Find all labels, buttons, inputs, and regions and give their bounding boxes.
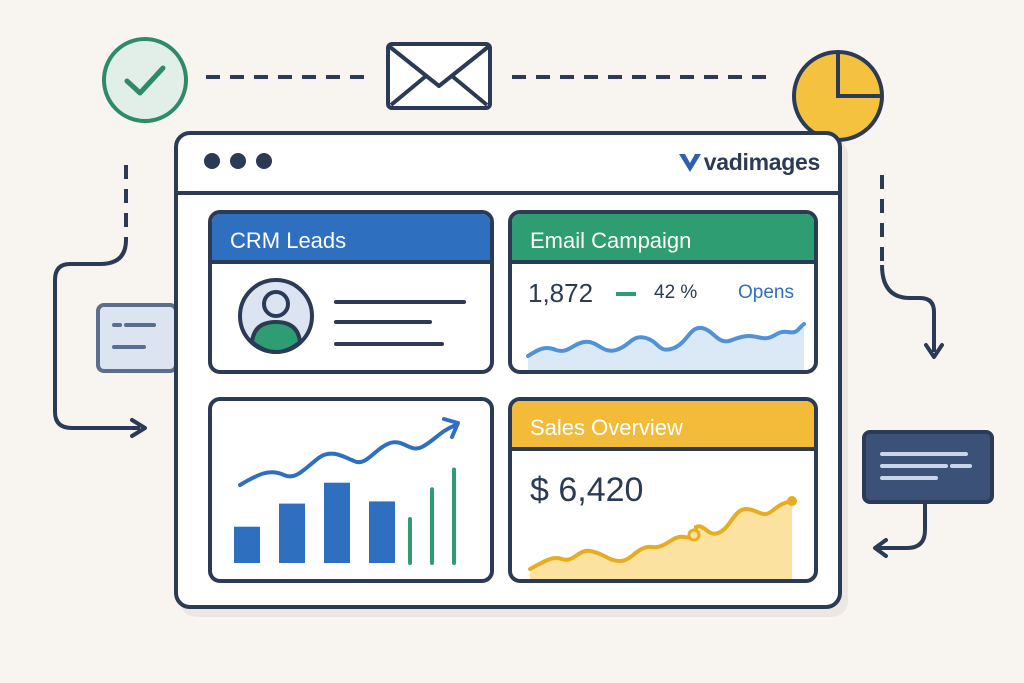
email-opens-label: Opens (738, 282, 794, 303)
sales-overview-card[interactable]: Sales Overview $ 6,420 (508, 397, 818, 583)
sales-overview-title: Sales Overview (530, 415, 683, 440)
growth-bar (369, 501, 395, 563)
sales-overview-header: Sales Overview (512, 401, 814, 451)
left-arrow-head-icon (130, 418, 147, 438)
right-flow-line (880, 264, 936, 352)
return-flow-line (878, 502, 927, 550)
email-opens-sparkline (526, 322, 806, 370)
email-percent: 42 % (654, 282, 698, 303)
text-lines-icon (112, 323, 156, 349)
window-titlebar: vadimages (178, 135, 838, 195)
email-campaign-card[interactable]: Email Campaign 1,872 42 % Opens (508, 210, 818, 374)
growth-bar (279, 503, 305, 563)
dashboard-window: vadimages CRM Leads Email Campaign 1,872… (174, 131, 842, 609)
crm-leads-header: CRM Leads (212, 214, 490, 264)
user-avatar-icon (238, 278, 314, 355)
check-circle-icon (102, 37, 188, 123)
trend-arrow-icon (442, 417, 460, 439)
window-dot-icon (204, 153, 220, 169)
email-campaign-title: Email Campaign (530, 228, 692, 253)
growth-bar-chart (234, 417, 460, 565)
window-dot-icon (230, 153, 246, 169)
envelope-icon (386, 42, 492, 110)
pie-chart-icon (792, 50, 884, 142)
side-note-card-left (96, 303, 178, 373)
sales-point-marker (687, 528, 701, 542)
side-note-card-right (862, 430, 994, 504)
text-lines-icon (880, 452, 972, 480)
growth-chart-card[interactable] (208, 397, 494, 583)
left-flow-line (53, 239, 140, 430)
sales-amount: $ 6,420 (530, 471, 644, 509)
right-arrow-head-icon (924, 343, 944, 359)
window-dot-icon (256, 153, 272, 169)
crm-leads-card[interactable]: CRM Leads (208, 210, 494, 374)
crm-leads-body (238, 278, 466, 355)
growth-bar (324, 482, 350, 563)
sales-area-chart (528, 496, 797, 579)
trend-line (238, 423, 458, 487)
email-campaign-header: Email Campaign (512, 214, 814, 264)
brand-logo: vadimages (678, 149, 820, 176)
email-count: 1,872 (528, 278, 594, 308)
crm-leads-title: CRM Leads (230, 228, 347, 253)
sales-point-marker (787, 496, 797, 506)
brand-name: vadimages (703, 149, 821, 175)
return-arrow-head-icon (873, 538, 888, 558)
brand-v-icon (678, 153, 701, 172)
growth-bar (234, 526, 260, 563)
email-dash (616, 292, 636, 296)
